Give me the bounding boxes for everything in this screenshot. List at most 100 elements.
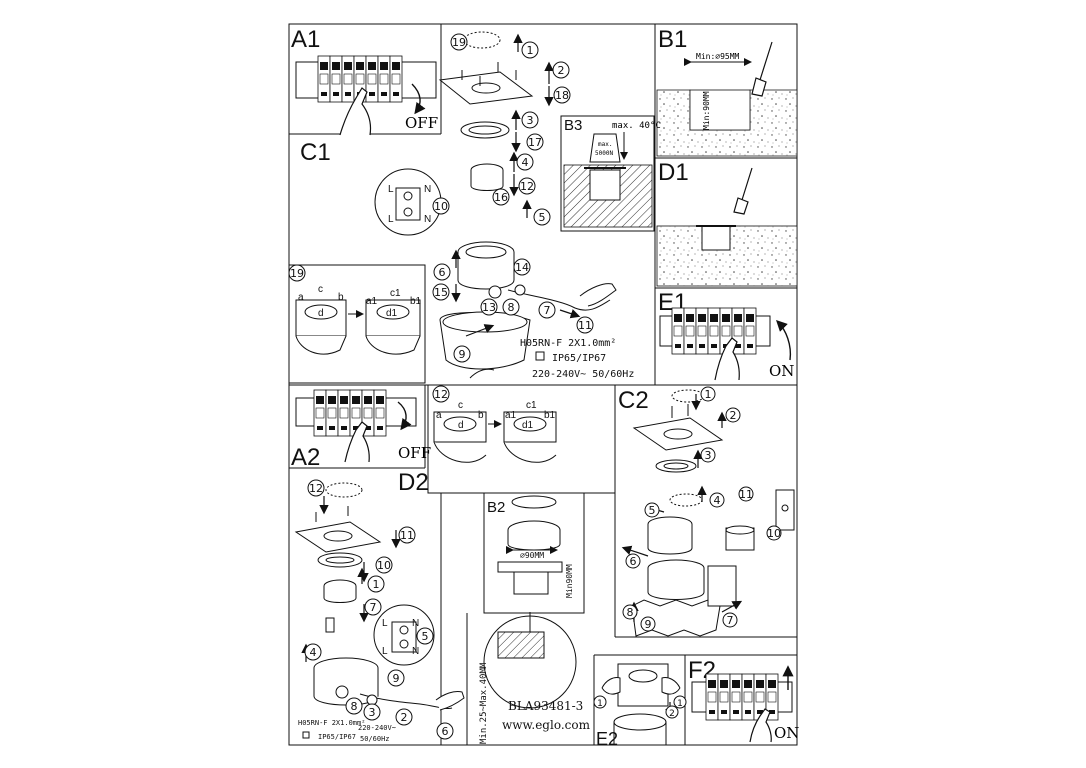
step-callout: 7 xyxy=(722,612,738,628)
step-callout: 9 xyxy=(640,616,656,632)
step-callout: 19 xyxy=(288,264,306,282)
svg-text:1: 1 xyxy=(373,578,380,591)
svg-text:13: 13 xyxy=(482,301,496,314)
terminal-l-bottom: L xyxy=(382,646,388,657)
panel-labels: A1 B1 C1 D1 E1 A2 C2 D2 F2 E2 xyxy=(291,26,716,749)
svg-text:4: 4 xyxy=(714,494,721,507)
svg-text:12: 12 xyxy=(434,388,448,401)
svg-text:8: 8 xyxy=(508,301,515,314)
step-callout: 14 xyxy=(513,258,531,276)
step-callout: 18 xyxy=(553,86,571,104)
terminal-l-bottom: L xyxy=(388,214,394,225)
svg-text:9: 9 xyxy=(393,672,400,685)
panel-label-e2: E2 xyxy=(596,729,618,749)
step-callout: 3 xyxy=(700,447,716,463)
svg-text:10: 10 xyxy=(377,559,391,572)
svg-text:2: 2 xyxy=(401,711,408,724)
screw-b1: b1 xyxy=(544,410,556,421)
ip-box-icon xyxy=(535,351,545,361)
cable-line xyxy=(507,289,611,311)
screw-a1: a1 xyxy=(505,410,517,421)
screw-c: c xyxy=(318,284,323,295)
step-callout: 7 xyxy=(364,598,382,616)
svg-text:18: 18 xyxy=(555,89,569,102)
step-callout: 13 xyxy=(480,298,498,316)
screw-d1: d1 xyxy=(386,308,398,319)
shovel-icon xyxy=(733,167,753,215)
step-callout: 9 xyxy=(387,669,405,687)
step-callout: 3 xyxy=(521,111,539,129)
d2-exploded-view xyxy=(294,482,465,711)
spec-ip: IP65/IP67 xyxy=(552,353,606,364)
svg-text:5: 5 xyxy=(422,630,429,643)
step-callout: 12 xyxy=(432,385,450,403)
screw-sequence-19 xyxy=(295,299,421,355)
b1-min-depth: Min:90MM xyxy=(702,91,711,130)
screw-b1: b1 xyxy=(410,296,422,307)
svg-text:1: 1 xyxy=(705,388,712,401)
svg-text:3: 3 xyxy=(705,449,712,462)
step-callout: 6 xyxy=(625,553,641,569)
screw-b: b xyxy=(338,292,344,303)
svg-text:7: 7 xyxy=(370,601,377,614)
step-callout: 10 xyxy=(766,525,782,541)
f2-breaker-illustration: ON xyxy=(691,665,799,743)
svg-text:11: 11 xyxy=(739,488,753,501)
b2-section-illustration xyxy=(497,495,563,595)
step-callout: 5 xyxy=(644,502,660,518)
off-arrow-icon xyxy=(411,83,426,115)
step-callout: 9 xyxy=(453,345,471,363)
panel-label-c1: C1 xyxy=(300,139,331,166)
screw-c1: c1 xyxy=(390,288,401,299)
hand-icon xyxy=(661,677,681,695)
svg-text:14: 14 xyxy=(515,261,529,274)
hand-icon xyxy=(714,337,740,381)
terminal-n-top: N xyxy=(412,618,419,629)
panel-frames xyxy=(288,23,798,746)
spec-voltage-small: 220-240V~ xyxy=(358,724,396,732)
a1-breaker-illustration: OFF xyxy=(295,55,438,136)
svg-text:6: 6 xyxy=(439,266,446,279)
step-callout: 1 xyxy=(367,575,385,593)
step-callout: 6 xyxy=(436,722,454,740)
step-callout: 11 xyxy=(576,316,594,334)
e1-breaker-illustration: ON xyxy=(659,307,794,381)
svg-text:6: 6 xyxy=(630,555,637,568)
panel-label-a2: A2 xyxy=(291,444,320,471)
panel-label-b2: B2 xyxy=(487,499,505,516)
spec-voltage: 220-240V~ 50/60Hz xyxy=(532,369,634,380)
svg-text:9: 9 xyxy=(459,348,466,361)
step-callout: 1 xyxy=(673,695,687,709)
svg-text:5: 5 xyxy=(539,211,546,224)
b3-max-temp: max. 40°C xyxy=(612,121,661,131)
step-callout: 5 xyxy=(416,627,434,645)
step-callout: 2 xyxy=(725,407,741,423)
step-callout: 1 xyxy=(700,386,716,402)
svg-text:15: 15 xyxy=(434,286,448,299)
step-callout: 4 xyxy=(709,492,725,508)
step-callouts: 19 1 2 18 3 17 4 12 16 10 5 6 14 15 13 8… xyxy=(288,33,782,740)
terminal-n-top: N xyxy=(424,184,431,195)
step-callout: 6 xyxy=(433,263,451,281)
screw-sequence-12 xyxy=(433,411,557,463)
step-callout: 3 xyxy=(363,703,381,721)
svg-text:4: 4 xyxy=(522,156,529,169)
step-callout: 17 xyxy=(526,133,544,151)
f2-on-text: ON xyxy=(774,724,799,742)
terminal-l-top: L xyxy=(382,618,388,629)
screw-a: a xyxy=(436,410,442,421)
svg-text:9: 9 xyxy=(645,618,652,631)
a2-breaker-illustration: OFF xyxy=(295,389,431,463)
screw-d1: d1 xyxy=(522,420,534,431)
direction-arrows xyxy=(301,33,743,719)
spec-ip-small: IP65/IP67 xyxy=(318,733,356,741)
svg-text:19: 19 xyxy=(290,267,304,280)
svg-text:1: 1 xyxy=(597,699,603,709)
hand-icon xyxy=(579,283,617,307)
b2-diameter: ⌀90MM xyxy=(520,551,544,560)
step-callout: 16 xyxy=(492,188,510,206)
step-callout: 1 xyxy=(593,695,607,709)
a2-off-text: OFF xyxy=(398,444,431,462)
svg-text:2: 2 xyxy=(669,709,675,719)
terminal-n-bottom: N xyxy=(412,646,419,657)
